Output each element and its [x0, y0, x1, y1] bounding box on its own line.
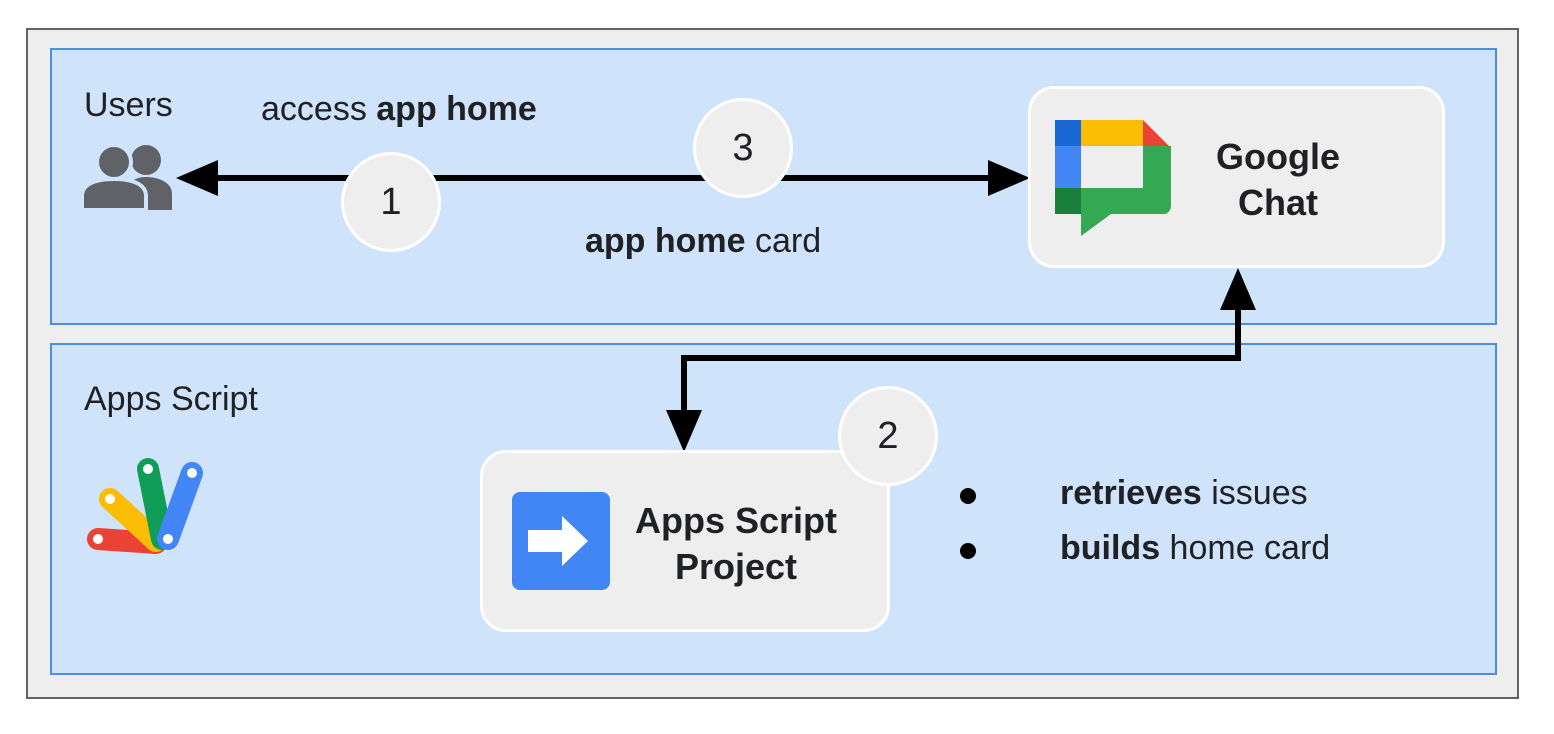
action-bullet: [960, 488, 976, 504]
step-2-badge: 2: [838, 386, 938, 486]
users-section-label: Users: [84, 86, 173, 124]
apps-script-project-title: Apps Script Project: [634, 500, 838, 587]
apps-script-logo-icon: [87, 458, 203, 554]
users-icon: [80, 143, 172, 212]
app-home-card-label: app home card: [585, 222, 822, 260]
step-3-badge: 3: [693, 98, 793, 198]
action-builds-home-card: builds home card: [1060, 529, 1331, 567]
apps-script-section-label: Apps Script: [84, 380, 258, 418]
access-app-home-label: access app home: [261, 90, 537, 128]
action-retrieves-issues: retrieves issues: [1060, 474, 1308, 512]
apps-script-project-icon: [512, 492, 610, 590]
step-1-badge: 1: [341, 152, 441, 252]
google-chat-icon: [1055, 120, 1171, 236]
google-chat-title: Google Chat: [1216, 136, 1340, 223]
action-bullet: [960, 543, 976, 559]
